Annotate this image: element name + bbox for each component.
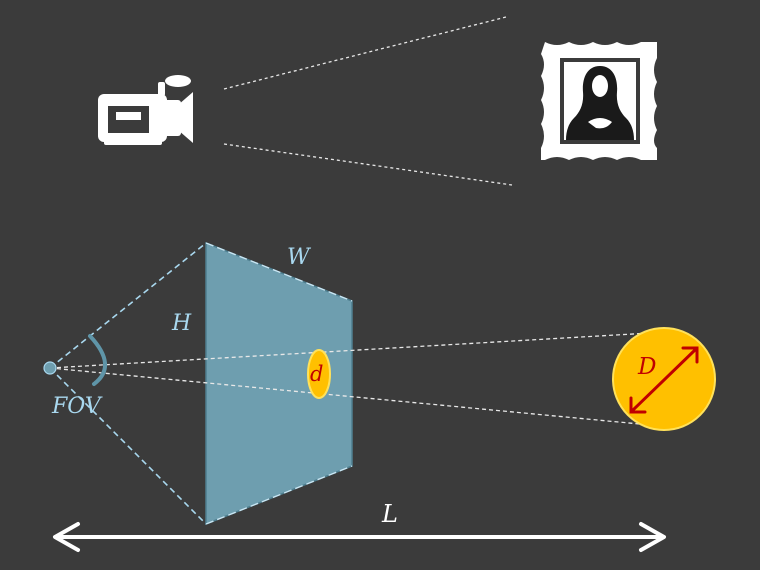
object-ray-lines: [49, 332, 651, 426]
object-diameter-arrow: [629, 346, 699, 414]
framed-portrait-icon: [541, 42, 657, 160]
distance-arrow: [53, 522, 666, 552]
width-label: W: [287, 245, 312, 270]
distance-label: L: [381, 500, 398, 528]
camera-icon: [98, 75, 193, 145]
height-label: H: [171, 311, 192, 336]
fov-label: FOV: [51, 394, 103, 419]
camera-point: [43, 361, 57, 375]
object-size-label: D: [637, 354, 656, 380]
field-of-view-lines-over-plane: [205, 242, 353, 525]
field-of-view-lines: [49, 242, 207, 525]
fov-angle-arc: [88, 334, 107, 386]
view-ray-lines: [223, 16, 513, 186]
image-size-label: d: [310, 362, 323, 386]
image-size-marker: [307, 349, 331, 399]
